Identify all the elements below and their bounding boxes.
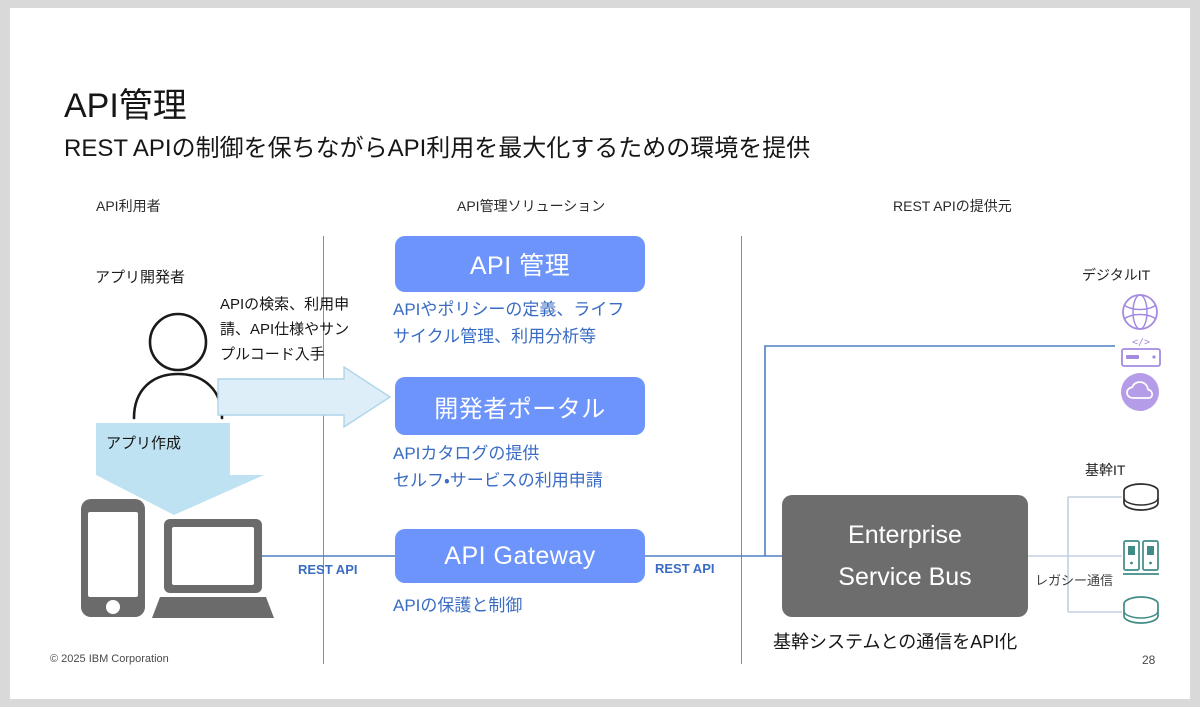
copyright-text: © 2025 IBM Corporation bbox=[50, 653, 169, 665]
svg-text:</>: </> bbox=[1132, 337, 1150, 348]
laptop-icon bbox=[152, 519, 274, 618]
database-icon bbox=[1123, 483, 1159, 511]
divider-right bbox=[741, 236, 742, 664]
page-subtitle: REST APIの制御を保ちながらAPI利用を最大化するための環境を提供 bbox=[64, 135, 811, 162]
persona-label: アプリ開発者 bbox=[95, 269, 186, 286]
database-icon bbox=[1123, 596, 1159, 624]
column-header-solution: API管理ソリューション bbox=[457, 198, 606, 214]
divider-left bbox=[323, 236, 324, 664]
developer-portal-caption: APIカタログの提供 セルフ・サービスの利用申請 bbox=[393, 444, 603, 490]
api-management-box[interactable]: API 管理 bbox=[395, 236, 645, 292]
column-header-consumer: API利用者 bbox=[96, 198, 161, 214]
developer-portal-box-label: 開発者ポータル bbox=[434, 395, 606, 423]
page-number: 28 bbox=[1142, 653, 1156, 667]
esb-label-line2: Service Bus bbox=[838, 563, 972, 591]
api-gateway-box[interactable]: API Gateway bbox=[395, 529, 645, 583]
enterprise-service-bus-box[interactable]: Enterprise Service Bus bbox=[782, 495, 1028, 617]
arrow-down-icon bbox=[96, 423, 264, 515]
smartphone-icon bbox=[81, 499, 145, 617]
legacy-comm-label: レガシー通信 bbox=[1035, 573, 1114, 588]
api-gateway-caption: APIの保護と制御 bbox=[393, 596, 523, 615]
digital-it-label: デジタルIT bbox=[1082, 267, 1151, 283]
globe-icon bbox=[1122, 294, 1158, 330]
code-server-icon: </> bbox=[1121, 337, 1161, 367]
page-title: API管理 bbox=[64, 87, 187, 125]
column-header-provider: REST APIの提供元 bbox=[893, 198, 1012, 214]
core-it-label: 基幹IT bbox=[1085, 462, 1126, 478]
build-app-arrow-label: アプリ作成 bbox=[106, 435, 182, 452]
arrow-right-icon bbox=[217, 365, 392, 429]
rest-api-label-left: REST API bbox=[298, 562, 358, 577]
server-rack-icon bbox=[1123, 540, 1159, 575]
esb-label-line1: Enterprise bbox=[848, 521, 962, 549]
cloud-icon bbox=[1121, 373, 1159, 411]
api-management-caption: APIやポリシーの定義、ライフ サイクル管理、利用分析等 bbox=[393, 300, 625, 346]
rest-api-label-right: REST API bbox=[655, 561, 715, 576]
api-gateway-box-label: API Gateway bbox=[444, 541, 596, 570]
flow-description-text: APIの検索、利用申請、API仕様やサンプルコード入手 bbox=[220, 296, 350, 363]
developer-portal-box[interactable]: 開発者ポータル bbox=[395, 377, 645, 435]
api-management-box-label: API 管理 bbox=[469, 252, 571, 280]
esb-caption: 基幹システムとの通信をAPI化 bbox=[773, 632, 1018, 652]
slide-canvas: API管理 REST APIの制御を保ちながらAPI利用を最大化するための環境を… bbox=[10, 8, 1190, 699]
